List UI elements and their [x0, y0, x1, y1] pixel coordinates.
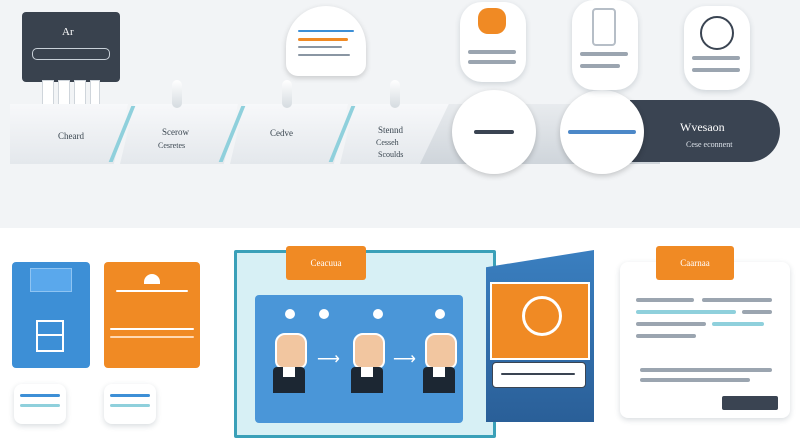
step-2-title: Scerow — [162, 127, 189, 137]
process-final[interactable] — [630, 100, 780, 162]
chart-bubble[interactable] — [286, 6, 366, 76]
process-step-2[interactable] — [120, 104, 238, 164]
presentation-label-tag[interactable]: Ceacuua — [286, 246, 366, 280]
step-4-title: Stennd — [378, 125, 404, 135]
final-title: Wvesaon — [680, 120, 725, 134]
small-card-2[interactable] — [104, 384, 156, 424]
profile-card-3[interactable] — [684, 6, 750, 90]
small-card-1[interactable] — [14, 384, 66, 424]
device-panel: Ar — [22, 12, 120, 82]
face-icon — [700, 16, 734, 50]
presentation-screen[interactable]: ⟶ ⟶ — [255, 295, 463, 423]
face-icon — [522, 296, 562, 336]
presentation-board: ⟶ ⟶ — [234, 250, 496, 438]
process-step-3[interactable] — [230, 104, 348, 164]
arrow-right-icon: ⟶ — [317, 351, 340, 368]
blue-tile[interactable] — [12, 262, 90, 368]
process-step-1[interactable] — [10, 104, 128, 164]
grid-icon — [36, 320, 64, 352]
input-field[interactable] — [492, 362, 586, 388]
document-button[interactable] — [722, 396, 778, 410]
lens-circle-1[interactable] — [452, 90, 536, 174]
orange-tile[interactable] — [104, 262, 200, 368]
person-icon — [478, 8, 506, 34]
phone-icon — [592, 8, 616, 46]
step-4-caption: Scoulds — [378, 150, 404, 159]
document-card[interactable] — [620, 262, 790, 418]
device-input[interactable] — [32, 48, 110, 60]
step-1-title: Cheard — [58, 131, 84, 141]
device-label: Ar — [62, 26, 74, 38]
final-subtitle: Cese econnent — [686, 140, 733, 149]
monitor-icon — [30, 268, 72, 292]
profile-card-2[interactable] — [572, 0, 638, 90]
document-label: Caarnaa — [680, 258, 710, 268]
profile-card-1[interactable] — [460, 2, 526, 82]
document-label-tag[interactable]: Caarnaa — [656, 246, 734, 280]
lens-circle-2[interactable] — [560, 90, 644, 174]
face-frame[interactable] — [490, 282, 590, 360]
step-3-title: Cedve — [270, 128, 293, 138]
pin-icon — [282, 80, 292, 108]
arrow-right-icon: ⟶ — [393, 351, 416, 368]
presentation-label: Ceacuua — [310, 258, 342, 268]
pin-icon — [172, 80, 182, 108]
pin-icon — [390, 80, 400, 108]
step-2-subtitle: Cesretes — [158, 141, 186, 150]
step-4-subtitle: Cesseh — [376, 138, 399, 147]
